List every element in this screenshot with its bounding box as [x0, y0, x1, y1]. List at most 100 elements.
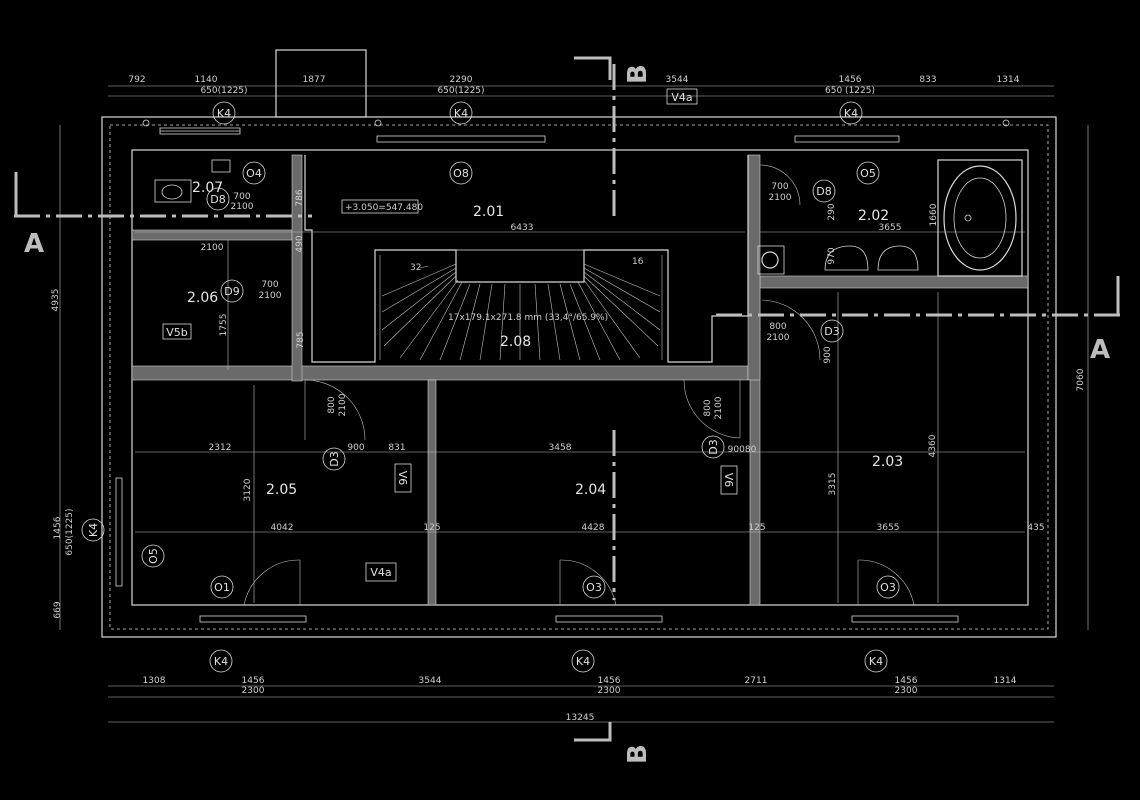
door-tag-d8-right: D8: [816, 185, 831, 198]
dim-bottom-3544: 3544: [419, 676, 442, 686]
dim-interior-786: 786: [295, 189, 305, 206]
dim-interior-1660: 1660: [929, 203, 939, 226]
dim-bottom-1456-left: 1456: [242, 676, 265, 686]
dim-interior-4428: 4428: [582, 523, 605, 533]
window-tag-k4-top-middle: K4: [454, 107, 468, 120]
door-size-700-d8-left: 700: [233, 192, 250, 202]
door-size-2100-d8-left: 2100: [231, 202, 254, 212]
room-label-2-01: 2.01: [473, 204, 504, 220]
tag-circles: [81, 101, 900, 673]
dim-bottom-13245: 13245: [566, 713, 595, 723]
window-tag-k4-left: K4: [87, 523, 100, 537]
door-tag-o5-left: O5: [147, 548, 160, 564]
door-tag-d3-right: D3: [824, 325, 839, 338]
window-tag-v5b: V5b: [166, 326, 188, 339]
dim-top-1314: 1314: [997, 75, 1020, 85]
interior-walls: [131, 154, 1029, 606]
window-tag-k4-top-left: K4: [217, 107, 231, 120]
section-mark-a-left: A: [24, 229, 44, 259]
windows-top: [159, 127, 900, 143]
dim-interior-4360: 4360: [928, 434, 938, 457]
dim-interior-900-left: 900: [347, 443, 364, 453]
dim-bottom-1314: 1314: [994, 676, 1017, 686]
room-label-2-08: 2.08: [500, 334, 531, 350]
door-size-2100-d3-right: 2100: [767, 333, 790, 343]
door-size-800-d3-middle: 800: [703, 399, 713, 416]
dim-bottom-2711: 2711: [745, 676, 768, 686]
dim-top-1140: 1140: [195, 75, 218, 85]
window-tag-k4-bottom-right: K4: [869, 655, 883, 668]
window-left: [115, 477, 123, 587]
dim-bottom-2300-left: 2300: [242, 686, 265, 696]
dim-interior-90080: 90080: [728, 445, 757, 455]
window-size-top-right: 650 (1225): [825, 86, 875, 96]
dim-interior-970: 970: [827, 247, 837, 264]
window-tag-boxes: [162, 88, 738, 582]
corner-marks: [142, 119, 1010, 127]
dim-interior-3120: 3120: [243, 478, 253, 501]
elevation-note-box: [341, 199, 419, 214]
dim-side-1456: 1456: [53, 516, 63, 539]
dim-interior-831: 831: [388, 443, 405, 453]
section-mark-b-top: B: [623, 64, 653, 84]
room-label-2-02: 2.02: [858, 208, 889, 224]
door-tag-o4: O4: [246, 167, 262, 180]
door-size-800-d3-right: 800: [769, 322, 786, 332]
window-tag-v6-left: V6: [396, 471, 409, 486]
window-size-left: 650(1225): [65, 508, 75, 555]
window-tag-v6-right: V6: [722, 473, 735, 488]
door-size-700-d9: 700: [261, 280, 278, 290]
chimney: [275, 49, 367, 118]
door-size-2100-d3-left: 2100: [338, 393, 348, 416]
room-label-2-04: 2.04: [575, 482, 606, 498]
stair-note: 17x179.1x271.8 mm (33,4°/65.9%): [448, 313, 608, 323]
staircase: [304, 155, 749, 363]
dim-top-1456: 1456: [839, 75, 862, 85]
dim-top-833: 833: [919, 75, 936, 85]
dim-bottom-2300-right: 2300: [895, 686, 918, 696]
dim-top-2290: 2290: [450, 75, 473, 85]
room-label-2-07: 2.07: [192, 180, 223, 196]
dim-interior-290: 290: [827, 203, 837, 220]
dim-interior-3458: 3458: [549, 443, 572, 453]
dim-side-4935: 4935: [51, 289, 61, 312]
dim-interior-4042: 4042: [271, 523, 294, 533]
window-tag-k4-bottom-left: K4: [214, 655, 228, 668]
section-mark-a-right: A: [1090, 335, 1110, 365]
window-size-top-left: 650(1225): [200, 86, 247, 96]
window-tag-v4a-top: V4a: [671, 91, 692, 104]
dim-interior-3655-top: 3655: [879, 223, 902, 233]
door-tag-d3-left: D3: [328, 451, 341, 466]
door-tag-o8: O8: [453, 167, 469, 180]
door-tag-o3-right: O3: [880, 581, 896, 594]
dim-interior-1755: 1755: [219, 314, 229, 337]
dim-bottom-1456-right: 1456: [895, 676, 918, 686]
dim-top-3544: 3544: [666, 75, 689, 85]
dim-bottom-2300-middle: 2300: [598, 686, 621, 696]
dim-interior-125-right: 125: [748, 523, 765, 533]
elevation-note: +3.050=547.480: [345, 203, 423, 213]
dim-interior-2100: 2100: [201, 243, 224, 253]
dim-interior-125-left: 125: [423, 523, 440, 533]
room-label-2-06: 2.06: [187, 290, 218, 306]
door-tag-o3-middle: O3: [586, 581, 602, 594]
dim-top-1877: 1877: [303, 75, 326, 85]
dim-interior-785: 785: [296, 331, 306, 348]
room-label-2-05: 2.05: [266, 482, 297, 498]
stair-step-count-left: 32: [410, 263, 421, 273]
window-tag-v4a-bottom: V4a: [370, 566, 391, 579]
dim-interior-2312: 2312: [209, 443, 232, 453]
dim-bottom-1456-middle: 1456: [598, 676, 621, 686]
door-tag-d8-left: D8: [210, 193, 225, 206]
stair-step-count-right: 16: [632, 257, 644, 267]
dimension-lines: [59, 85, 1089, 723]
windows-bottom: [199, 615, 959, 623]
dim-bottom-1308: 1308: [143, 676, 166, 686]
bathroom-fixtures: [154, 159, 1023, 277]
door-tag-d3-middle: D3: [707, 439, 720, 454]
door-size-700-d8-right: 700: [771, 182, 788, 192]
window-size-top-middle: 650(1225): [437, 86, 484, 96]
section-mark-b-bottom: B: [623, 744, 653, 764]
dim-interior-3655-bottom: 3655: [877, 523, 900, 533]
